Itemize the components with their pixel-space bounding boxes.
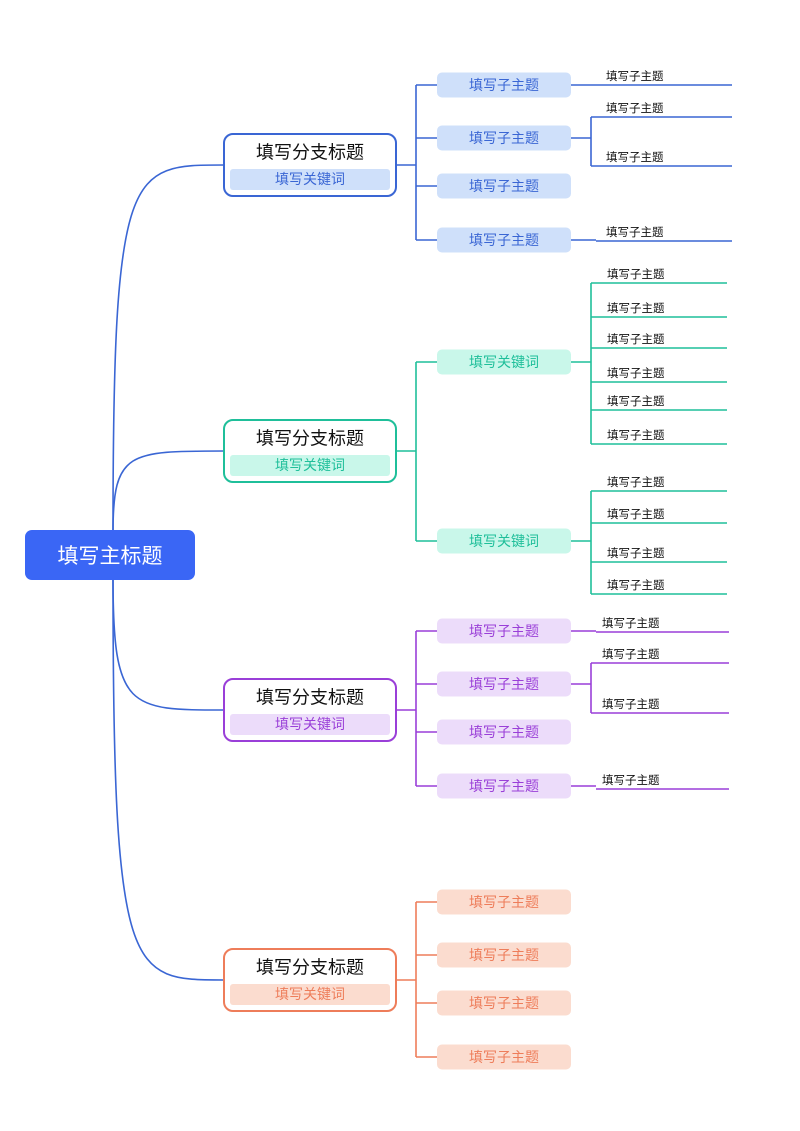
root-branch-connector: [112, 577, 225, 711]
sub-topic-label: 填写子主题: [469, 179, 539, 195]
branch-keyword: 填写关键词: [275, 987, 345, 1003]
leaf-topic-label[interactable]: 填写子主题: [607, 428, 665, 442]
sub-topic-node[interactable]: [437, 942, 571, 968]
sub-topic-node[interactable]: [437, 990, 571, 1016]
branch-title: 填写分支标题: [256, 958, 364, 979]
leaf-topic-label[interactable]: 填写子主题: [606, 225, 664, 239]
branch-keyword-badge: [230, 714, 390, 735]
leaf-topic-label[interactable]: 填写子主题: [602, 773, 660, 787]
sub-topic-label: 填写关键词: [469, 534, 539, 550]
leaf-topic-label[interactable]: 填写子主题: [607, 546, 665, 560]
connector-lines: [112, 84, 732, 1058]
leaf-topic-label[interactable]: 填写子主题: [606, 150, 664, 164]
leaf-topic-label[interactable]: 填写子主题: [607, 332, 665, 346]
leaf-topic-label[interactable]: 填写子主题: [607, 475, 665, 489]
sub-topic-label: 填写子主题: [469, 677, 539, 693]
sub-topic-node[interactable]: [437, 719, 571, 745]
root-branch-connector: [112, 577, 225, 981]
leaf-topic-label[interactable]: 填写子主题: [607, 578, 665, 592]
leaf-topic-label[interactable]: 填写子主题: [602, 647, 660, 661]
branch-keyword: 填写关键词: [275, 458, 345, 474]
root-node[interactable]: [25, 530, 195, 580]
sub-topic-label: 填写子主题: [469, 78, 539, 94]
sub-topic-label: 填写子主题: [469, 948, 539, 964]
nodes: 填写主标题填写分支标题填写关键词填写子主题填写子主题填写子主题填写子主题填写子主…: [25, 69, 665, 1070]
sub-topic-label: 填写子主题: [469, 131, 539, 147]
root-branch-connector: [112, 164, 225, 533]
leaf-topic-label[interactable]: 填写子主题: [606, 69, 664, 83]
sub-topic-label: 填写子主题: [469, 725, 539, 741]
sub-topic-node[interactable]: [437, 671, 571, 697]
sub-topic-label: 填写子主题: [469, 996, 539, 1012]
sub-topic-label: 填写子主题: [469, 624, 539, 640]
sub-topic-node[interactable]: [437, 528, 571, 554]
sub-topic-node[interactable]: [437, 349, 571, 375]
branch-title: 填写分支标题: [256, 688, 364, 709]
branch-keyword-badge: [230, 984, 390, 1005]
sub-topic-node[interactable]: [437, 773, 571, 799]
leaf-topic-label[interactable]: 填写子主题: [607, 301, 665, 315]
branch-keyword: 填写关键词: [275, 717, 345, 733]
leaf-topic-label[interactable]: 填写子主题: [607, 394, 665, 408]
leaf-topic-label[interactable]: 填写子主题: [602, 616, 660, 630]
sub-topic-label: 填写子主题: [469, 233, 539, 249]
sub-topic-node[interactable]: [437, 1044, 571, 1070]
sub-topic-node[interactable]: [437, 618, 571, 644]
sub-topic-node[interactable]: [437, 889, 571, 915]
sub-topic-label: 填写子主题: [469, 779, 539, 795]
root-title: 填写主标题: [58, 544, 163, 568]
branch-title: 填写分支标题: [256, 429, 364, 450]
sub-topic-label: 填写子主题: [469, 895, 539, 911]
branch-keyword: 填写关键词: [275, 172, 345, 188]
sub-topic-node[interactable]: [437, 72, 571, 98]
leaf-topic-label[interactable]: 填写子主题: [607, 267, 665, 281]
root-branch-connector: [112, 450, 225, 533]
branch-keyword-badge: [230, 169, 390, 190]
branch-title: 填写分支标题: [256, 143, 364, 164]
sub-topic-label: 填写关键词: [469, 355, 539, 371]
sub-topic-node[interactable]: [437, 173, 571, 199]
leaf-topic-label[interactable]: 填写子主题: [602, 697, 660, 711]
leaf-topic-label[interactable]: 填写子主题: [607, 366, 665, 380]
leaf-topic-label[interactable]: 填写子主题: [606, 101, 664, 115]
leaf-topic-label[interactable]: 填写子主题: [607, 507, 665, 521]
sub-topic-node[interactable]: [437, 125, 571, 151]
branch-keyword-badge: [230, 455, 390, 476]
sub-topic-label: 填写子主题: [469, 1050, 539, 1066]
sub-topic-node[interactable]: [437, 227, 571, 253]
